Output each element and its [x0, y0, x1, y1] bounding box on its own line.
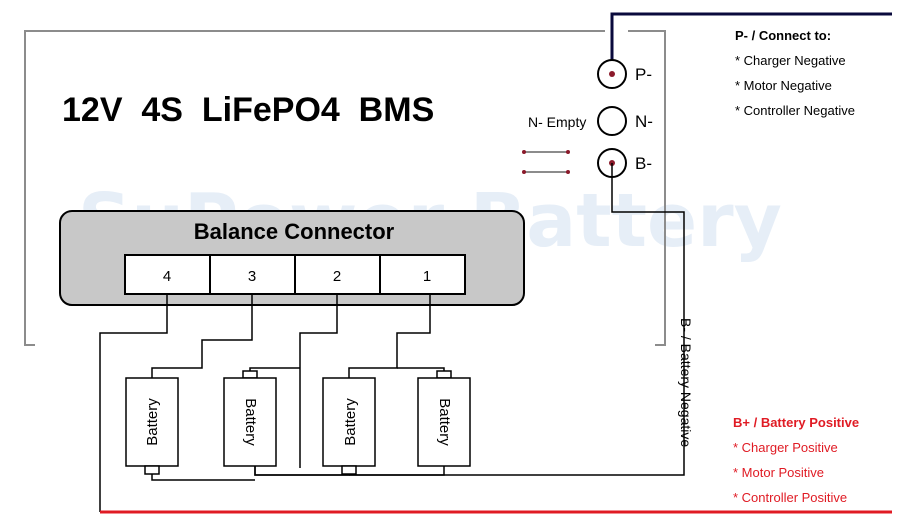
battery-1: Battery — [125, 377, 179, 475]
connector-pins: 4 3 2 1 — [124, 254, 466, 295]
b-plus-item: * Motor Positive — [733, 465, 824, 480]
terminal-b-minus: B- — [597, 148, 652, 178]
page-title: 12V 4S LiFePO4 BMS — [62, 91, 434, 129]
series-link — [254, 466, 350, 476]
p-minus-wire — [610, 12, 892, 73]
series-link — [151, 466, 255, 481]
p-notes-item: * Motor Negative — [735, 78, 832, 93]
p-notes-item: * Charger Negative — [735, 53, 846, 68]
terminal-label-n: N- — [635, 112, 653, 131]
balance-wire-1 — [348, 294, 431, 378]
p-notes-heading: P- / Connect to: — [735, 28, 831, 43]
b-minus-battery-negative-label: B- / Battery Negative — [678, 318, 694, 447]
p-notes-item: * Controller Negative — [735, 103, 855, 118]
series-link — [349, 466, 445, 476]
terminal-ring — [597, 106, 627, 136]
battery-2: Battery — [223, 370, 277, 467]
pin-cell — [379, 254, 466, 295]
battery-label: Battery — [144, 398, 161, 446]
connector-label: Balance Connector — [194, 219, 395, 244]
terminal-p-minus: P- — [597, 59, 652, 89]
battery-label: Battery — [342, 398, 359, 446]
bms-frame-right — [628, 30, 666, 346]
pin-cell — [209, 254, 296, 295]
bms-frame — [24, 30, 605, 346]
terminal-dot — [609, 71, 615, 77]
pin-cell — [294, 254, 381, 295]
terminal-label-b: B- — [635, 154, 652, 173]
battery-label: Battery — [242, 398, 259, 446]
p-minus-notes: P- / Connect to: * Charger Negative * Mo… — [735, 28, 855, 118]
balance-wire-2 — [299, 294, 338, 468]
jumper-symbol — [522, 150, 570, 174]
terminal-label-p: P- — [635, 65, 652, 84]
pin-label: 2 — [333, 268, 341, 285]
b-plus-item: * Controller Positive — [733, 490, 847, 505]
battery-4: Battery — [417, 370, 471, 467]
battery-label: Battery — [436, 398, 453, 446]
n-empty-note: N- Empty — [528, 114, 586, 130]
b-plus-heading: B+ / Battery Positive — [733, 415, 859, 430]
battery-3: Battery — [322, 377, 376, 475]
pin-label: 1 — [423, 268, 431, 285]
terminal-n-minus: N- N- Empty — [528, 106, 653, 136]
b-plus-notes: B+ / Battery Positive * Charger Positive… — [733, 415, 859, 505]
balance-connector: Balance Connector 4 3 2 1 — [59, 210, 525, 306]
pin-label: 3 — [248, 268, 256, 285]
balance-wire-4 — [99, 294, 168, 512]
b-plus-item: * Charger Positive — [733, 440, 838, 455]
pin-label: 4 — [163, 268, 171, 285]
balance-wire-3 — [151, 294, 253, 378]
